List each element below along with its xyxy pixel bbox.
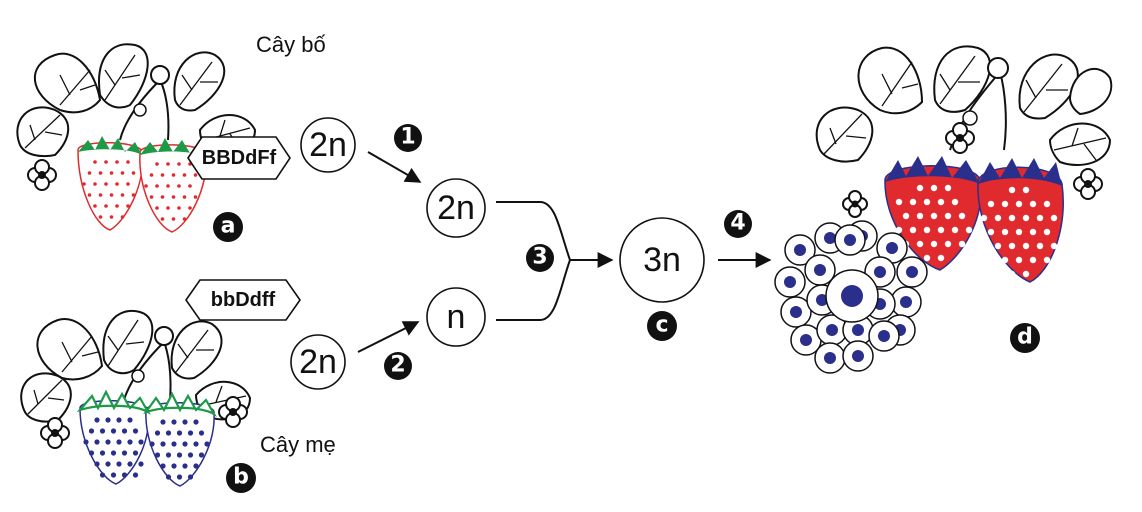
badge-c: c (647, 311, 677, 341)
arrow-step-2 (357, 321, 420, 353)
mother-genotype-tag: bbDdff (185, 279, 301, 321)
svg-text:3n: 3n (643, 241, 681, 279)
svg-text:b: b (233, 465, 249, 490)
mother-flower-2 (218, 396, 248, 428)
cell-nucleus (900, 296, 912, 308)
mother-flower-1 (40, 417, 70, 449)
badge-step-3: 3 (526, 244, 554, 272)
badge-b: b (226, 463, 256, 493)
arrow-step-1 (367, 151, 422, 183)
mother-plant: bbDdff Cây mẹ b (20, 279, 336, 493)
svg-text:a: a (221, 214, 236, 239)
svg-text:2n: 2n (309, 126, 347, 164)
svg-text:n: n (447, 298, 466, 336)
cell-nucleus (794, 244, 806, 256)
cell-nucleus (844, 234, 856, 246)
svg-text:4: 4 (730, 211, 745, 236)
cell-center-nucleus (841, 285, 863, 307)
cell-nucleus (874, 266, 886, 278)
father-flower (27, 159, 57, 191)
father-fruit-1 (77, 142, 144, 231)
mother-fruits (76, 389, 217, 487)
offspring-flower-2 (1073, 168, 1103, 200)
svg-text:2n: 2n (437, 189, 475, 227)
mother-genotype-text: bbDdff (211, 289, 276, 311)
cell-nucleus (878, 330, 890, 342)
svg-text:d: d (1017, 325, 1033, 350)
mother-fruit-1 (79, 400, 150, 485)
svg-text:2: 2 (390, 353, 405, 378)
father-calyx-2 (140, 138, 206, 157)
offspring-fruit-2 (977, 166, 1064, 283)
badge-step-4: 4 (724, 210, 752, 238)
cell-nucleus (852, 324, 864, 336)
ploidy-mother-gamete: n (426, 287, 486, 347)
badge-d: d (1010, 323, 1040, 353)
ploidy-father-gamete: 2n (426, 178, 486, 238)
mother-seeds (83, 417, 210, 480)
offspring-calyx-1 (885, 156, 980, 184)
father-genotype-tag: BBDdFf (187, 136, 291, 180)
father-genotype-text: BBDdFf (202, 147, 277, 169)
offspring-calyx-2 (978, 158, 1062, 186)
cell-nucleus (790, 306, 802, 318)
svg-text:1: 1 (400, 125, 415, 150)
cell-nucleus (816, 294, 828, 306)
father-fruit-2 (139, 144, 207, 233)
svg-text:c: c (655, 313, 668, 338)
cell-nucleus (814, 264, 826, 276)
mother-label: Cây mẹ (260, 432, 336, 457)
father-seeds (82, 160, 198, 221)
offspring-flower-1 (945, 122, 975, 154)
mother-calyx-1 (76, 389, 151, 415)
ploidy-offspring: 3n (619, 217, 705, 303)
badge-step-1: 1 (394, 124, 422, 152)
father-plant: BBDdFf Cây bố a (16, 32, 326, 242)
ploidy-mother-plant: 2n (290, 334, 346, 390)
cell-nucleus (886, 242, 898, 254)
cell-nucleus (826, 324, 838, 336)
mother-calyx-2 (143, 391, 217, 417)
cell-nucleus (784, 276, 796, 288)
offspring-flower-3 (842, 190, 868, 218)
cell-nucleus (824, 352, 836, 364)
father-fruits (77, 136, 207, 233)
svg-text:2n: 2n (299, 343, 337, 381)
cell-nucleus (800, 334, 812, 346)
ploidy-father-plant: 2n (300, 117, 356, 173)
offspring-fruits (884, 156, 1064, 283)
mother-fruit-2 (145, 402, 215, 487)
cell-nucleus (824, 232, 836, 244)
cell-nucleus (852, 350, 864, 362)
badge-a: a (213, 212, 243, 242)
offspring-seeds (895, 184, 1058, 278)
offspring-leaves (815, 45, 1113, 166)
father-calyx-1 (78, 136, 142, 155)
offspring-plant: d (774, 45, 1113, 374)
svg-text:3: 3 (532, 245, 547, 270)
cell-cluster (774, 220, 928, 374)
father-label: Cây bố (256, 32, 326, 57)
badge-step-2: 2 (384, 352, 412, 380)
father-leaves (16, 43, 257, 158)
cell-nucleus (906, 266, 918, 278)
